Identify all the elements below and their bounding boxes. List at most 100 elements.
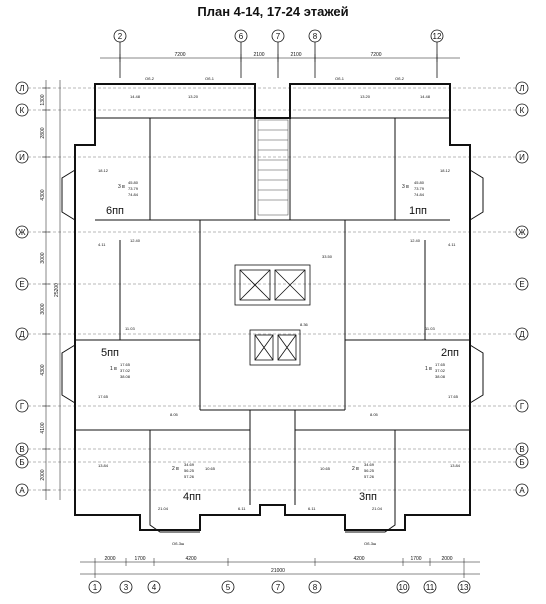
left-dimension-line [42, 80, 61, 500]
axis-row-E-right: Е [519, 280, 524, 289]
axis-col-8-bottom: 8 [313, 583, 318, 592]
apartment-5pp: 5пп [101, 347, 119, 359]
building-outer-walls [74, 83, 471, 531]
axis-col-7-bottom: 7 [276, 583, 281, 592]
room-area: 21.04 [158, 506, 169, 511]
apt2-area-3: 38.08 [435, 374, 446, 379]
dim-left-4: 3000 [40, 252, 46, 263]
apt1-area-1: 45.80 [414, 180, 425, 185]
axis-row-K-right: К [520, 106, 525, 115]
apartment-4pp: 4пп [183, 491, 201, 503]
apt4-area-3: 57.26 [184, 474, 195, 479]
apt4-area-2: 56.25 [184, 468, 195, 473]
axis-col-7: 7 [276, 32, 281, 41]
window-label: Об-2 [395, 76, 405, 81]
apartment-2pp: 2пп [441, 347, 459, 359]
dim-left-6: 4300 [40, 364, 46, 375]
apt6-rooms: 3 в [118, 184, 125, 190]
left-axis-markers [15, 81, 29, 497]
axis-row-G-left: Г [20, 402, 25, 411]
apartment-1pp: 1пп [409, 205, 427, 217]
window-label: Об-1 [205, 76, 215, 81]
axis-row-K-left: К [20, 106, 25, 115]
elevator-core [234, 264, 311, 366]
apt6-area-3: 74.84 [128, 192, 139, 197]
room-area: 8.05 [170, 412, 179, 417]
apt5-rooms: 1 в [110, 366, 117, 372]
dim-bottom-5: 1700 [410, 556, 421, 562]
apt3-rooms: 2 в [352, 466, 359, 472]
axis-col-3: 3 [124, 583, 129, 592]
window-label: Об-2 [145, 76, 155, 81]
stair [257, 119, 289, 216]
axis-row-B-right: Б [519, 458, 524, 467]
room-area: 17.65 [448, 394, 459, 399]
dim-bottom-6: 2000 [441, 556, 452, 562]
axis-col-12: 12 [433, 32, 442, 41]
axis-col-11: 11 [426, 583, 435, 592]
axis-row-D-right: Д [519, 330, 525, 339]
window-label: Об-1 [335, 76, 345, 81]
axis-row-B-left: Б [19, 458, 24, 467]
axis-col-2: 2 [118, 32, 123, 41]
axis-row-I-left: И [19, 153, 25, 162]
room-area: 13.20 [188, 94, 199, 99]
room-area: 14.48 [130, 94, 141, 99]
room-area: 12.40 [410, 238, 421, 243]
apt4-rooms: 2 в [172, 466, 179, 472]
axis-row-L-left: Л [19, 84, 24, 93]
room-area: 10.65 [205, 466, 216, 471]
dim-top-3: 2100 [290, 52, 301, 58]
axis-row-A-left: А [19, 486, 25, 495]
axis-row-V-left: В [19, 445, 24, 454]
axis-col-6: 6 [239, 32, 244, 41]
apt3-area-2: 56.25 [364, 468, 375, 473]
room-area: 12.40 [130, 238, 141, 243]
room-area: 18.12 [440, 168, 451, 173]
axis-row-Zh-left: Ж [18, 228, 26, 237]
dim-left-2: 2800 [40, 127, 46, 138]
axis-col-5: 5 [226, 583, 231, 592]
dim-left-1: 1300 [40, 94, 46, 105]
axis-row-L-right: Л [519, 84, 524, 93]
bay-windows [61, 169, 484, 533]
dim-bottom-3: 4200 [185, 556, 196, 562]
dim-left-7: 4100 [40, 422, 46, 433]
room-area: 4.11 [98, 242, 106, 247]
axis-row-V-right: В [519, 445, 524, 454]
bottom-axis-markers [88, 580, 471, 594]
apt1-rooms: 3 в [402, 184, 409, 190]
apartment-6pp: 6пп [106, 205, 124, 217]
axis-col-8: 8 [313, 32, 318, 41]
apt5-area-2: 37.02 [120, 368, 131, 373]
dim-top-1: 7200 [174, 52, 185, 58]
right-axis-markers [515, 81, 529, 497]
apt2-rooms: 1 в [425, 366, 432, 372]
interior-walls [75, 117, 470, 515]
axis-row-Zh-right: Ж [518, 228, 526, 237]
room-area: 14.48 [420, 94, 431, 99]
axis-row-E-left: Е [19, 280, 24, 289]
room-area: 33.50 [322, 254, 333, 259]
apt6-area-1: 45.80 [128, 180, 139, 185]
axis-col-10: 10 [399, 583, 408, 592]
room-area: 13.84 [450, 463, 461, 468]
apt1-area-2: 73.79 [414, 186, 425, 191]
room-area: 8.05 [370, 412, 379, 417]
window-label: Об-3ш [172, 541, 184, 546]
top-dimension-line [100, 54, 460, 62]
axis-row-I-right: И [519, 153, 525, 162]
axis-row-A-right: А [519, 486, 525, 495]
dim-bottom-1: 2000 [104, 556, 115, 562]
apt1-area-3: 74.84 [414, 192, 425, 197]
dim-bottom-total: 21000 [271, 568, 285, 574]
room-area: 4.11 [448, 242, 456, 247]
dim-left-8: 2000 [40, 469, 46, 480]
bottom-dimension-line [80, 558, 480, 578]
apt3-area-3: 57.26 [364, 474, 375, 479]
apt6-area-2: 73.79 [128, 186, 139, 191]
apt5-area-3: 38.08 [120, 374, 131, 379]
room-area: 10.65 [320, 466, 331, 471]
room-area: 13.20 [360, 94, 371, 99]
